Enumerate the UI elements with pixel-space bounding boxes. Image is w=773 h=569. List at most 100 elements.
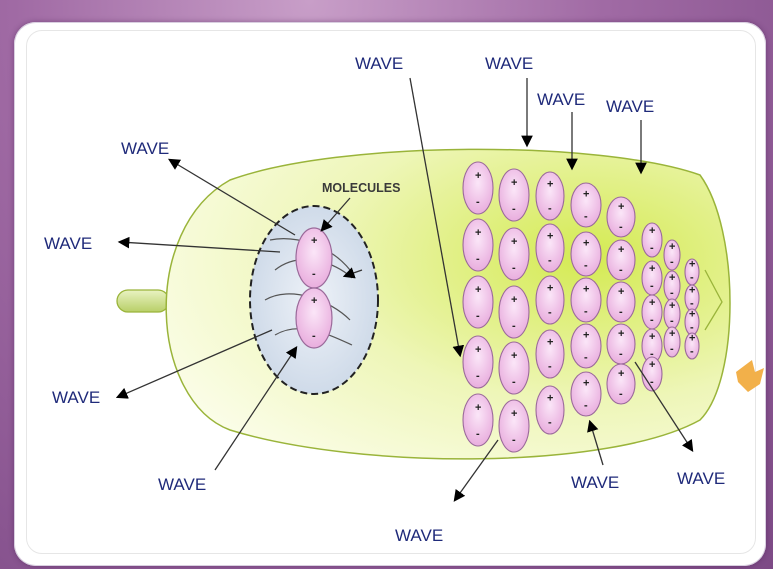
polarized-cell: +- — [499, 400, 529, 452]
svg-text:-: - — [312, 330, 316, 342]
svg-text:-: - — [512, 376, 516, 388]
svg-text:+: + — [669, 272, 675, 284]
svg-text:-: - — [584, 259, 588, 271]
svg-text:-: - — [476, 370, 480, 382]
polarized-cell: +- — [463, 276, 493, 328]
svg-text:+: + — [649, 297, 655, 309]
svg-text:+: + — [511, 408, 517, 420]
svg-text:-: - — [476, 253, 480, 265]
polarized-cell: +- — [499, 286, 529, 338]
svg-text:-: - — [650, 314, 654, 326]
svg-text:+: + — [475, 227, 481, 239]
svg-text:+: + — [689, 258, 695, 270]
svg-text:-: - — [512, 434, 516, 446]
svg-text:+: + — [547, 179, 553, 191]
svg-text:+: + — [583, 188, 589, 200]
svg-text:+: + — [583, 329, 589, 341]
svg-text:+: + — [511, 350, 517, 362]
svg-text:-: - — [670, 315, 674, 327]
molecule-bottom: +- — [296, 288, 332, 348]
pointer-icon — [736, 360, 764, 392]
polarized-cell: +- — [607, 324, 635, 364]
polarized-cell: +- — [499, 228, 529, 280]
polarized-cell: +- — [664, 299, 680, 329]
polarized-cell: +- — [685, 308, 699, 335]
svg-text:-: - — [548, 361, 552, 373]
polarized-cell: +- — [536, 386, 564, 434]
polarized-cell: +- — [571, 183, 601, 227]
svg-text:-: - — [512, 262, 516, 274]
wave-label-top-1: WAVE — [355, 54, 403, 73]
wave-label-top-3: WAVE — [537, 90, 585, 109]
molecules-label: MOLECULES — [322, 181, 400, 195]
wave-label-left-lower: WAVE — [52, 388, 100, 407]
polarized-cell: +- — [571, 278, 601, 322]
polarized-cell: +- — [642, 357, 662, 391]
svg-text:+: + — [475, 344, 481, 356]
svg-text:+: + — [547, 393, 553, 405]
svg-text:+: + — [311, 295, 317, 307]
svg-text:-: - — [650, 280, 654, 292]
svg-text:-: - — [512, 320, 516, 332]
polarized-cell: +- — [607, 197, 635, 237]
svg-text:-: - — [476, 428, 480, 440]
svg-text:-: - — [476, 310, 480, 322]
svg-text:-: - — [584, 305, 588, 317]
polarized-cell: +- — [463, 162, 493, 214]
svg-text:+: + — [618, 286, 624, 298]
polarized-cell: +- — [685, 258, 699, 285]
svg-text:+: + — [547, 283, 553, 295]
svg-text:-: - — [548, 417, 552, 429]
svg-text:+: + — [475, 284, 481, 296]
polarized-cell: +- — [607, 282, 635, 322]
svg-text:-: - — [476, 196, 480, 208]
svg-text:-: - — [312, 268, 316, 280]
svg-text:-: - — [584, 399, 588, 411]
svg-text:-: - — [548, 203, 552, 215]
wave-label-left: WAVE — [44, 234, 92, 253]
svg-text:-: - — [670, 287, 674, 299]
svg-text:+: + — [689, 332, 695, 344]
svg-text:+: + — [669, 241, 675, 253]
svg-text:+: + — [511, 236, 517, 248]
svg-text:-: - — [584, 210, 588, 222]
svg-text:+: + — [618, 368, 624, 380]
polarized-cell: +- — [642, 223, 662, 257]
svg-text:-: - — [650, 242, 654, 254]
polarized-cell: +- — [664, 327, 680, 357]
polarized-cell: +- — [571, 324, 601, 368]
polarized-cell: +- — [664, 240, 680, 270]
svg-text:+: + — [511, 177, 517, 189]
polarized-cell: +- — [607, 364, 635, 404]
svg-text:+: + — [475, 170, 481, 182]
svg-text:+: + — [649, 225, 655, 237]
body-stub — [117, 290, 169, 312]
svg-text:+: + — [669, 328, 675, 340]
polarized-cell: +- — [536, 224, 564, 272]
polarized-cell: +- — [463, 394, 493, 446]
svg-text:+: + — [649, 331, 655, 343]
wave-label-bottom-left: WAVE — [158, 475, 206, 494]
polarized-cell: +- — [642, 295, 662, 329]
polarized-cell: +- — [642, 261, 662, 295]
polarized-cell: +- — [463, 336, 493, 388]
svg-text:-: - — [670, 343, 674, 355]
wave-label-bottom-right-2: WAVE — [677, 469, 725, 488]
polarized-cell: +- — [664, 271, 680, 301]
svg-text:+: + — [547, 231, 553, 243]
wave-label-top-4: WAVE — [606, 97, 654, 116]
svg-text:+: + — [618, 244, 624, 256]
svg-text:+: + — [583, 283, 589, 295]
svg-text:-: - — [690, 271, 694, 283]
svg-text:-: - — [670, 256, 674, 268]
wave-label-bottom-right-1: WAVE — [571, 473, 619, 492]
polarized-cell: +- — [536, 276, 564, 324]
wave-label-top-left: WAVE — [121, 139, 169, 158]
svg-text:+: + — [311, 235, 317, 247]
svg-text:-: - — [548, 255, 552, 267]
polarized-cell: +- — [685, 284, 699, 311]
svg-text:+: + — [618, 328, 624, 340]
polarized-cell: +- — [536, 172, 564, 220]
svg-text:+: + — [689, 308, 695, 320]
polarized-cell: +- — [607, 240, 635, 280]
